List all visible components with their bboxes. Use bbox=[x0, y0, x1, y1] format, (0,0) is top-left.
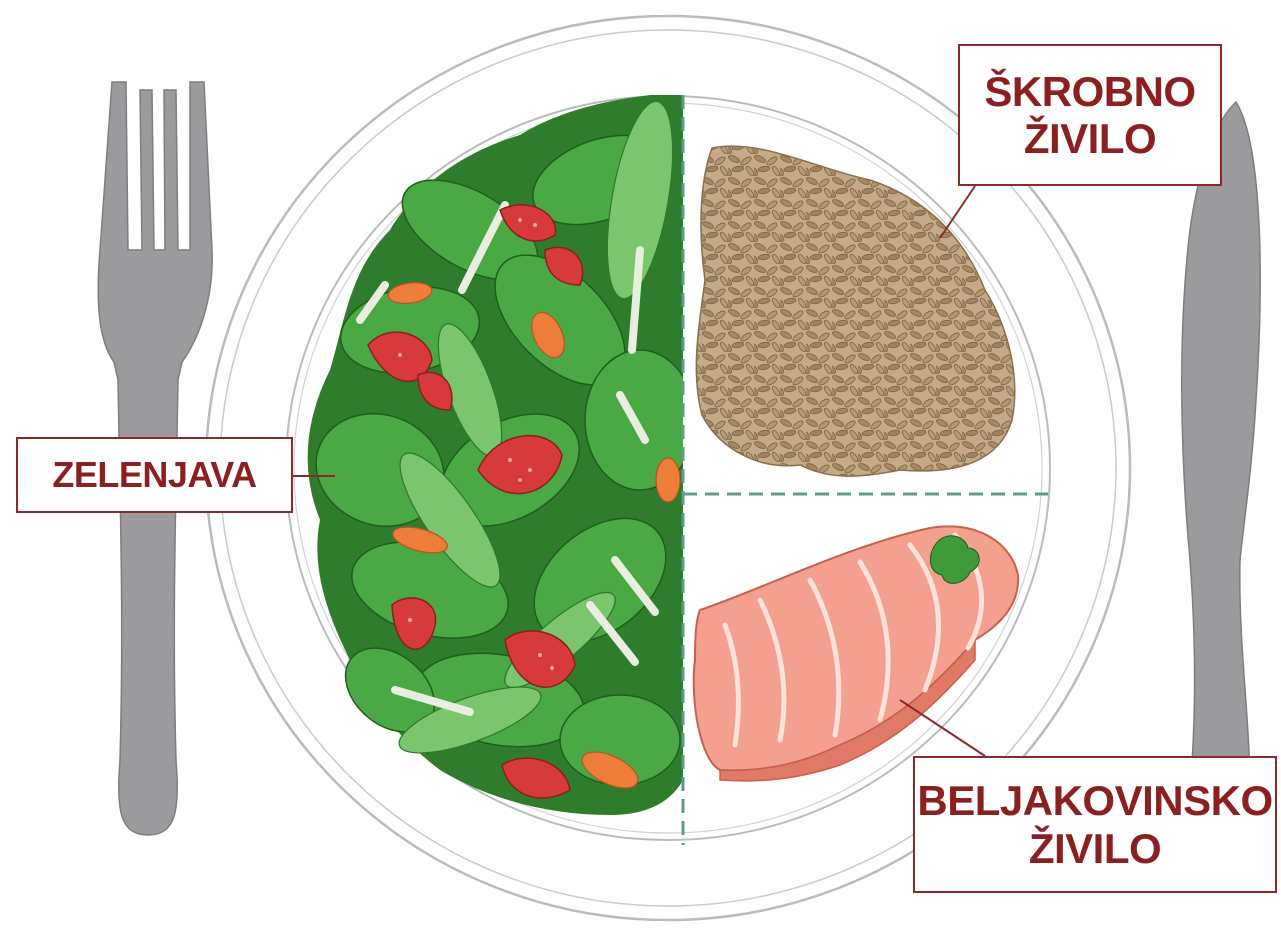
knife-icon bbox=[1182, 102, 1260, 838]
label-protein-line1: BELJAKOVINSKO bbox=[917, 777, 1272, 824]
label-starch-line1: ŠKROBNO bbox=[984, 68, 1195, 115]
label-vegetables-line1: ZELENJAVA bbox=[52, 455, 256, 495]
label-starch-line2: ŽIVILO bbox=[1024, 115, 1156, 162]
label-protein-line2: ŽIVILO bbox=[1029, 825, 1161, 872]
label-starch: ŠKROBNO ŽIVILO bbox=[958, 44, 1222, 186]
label-protein: BELJAKOVINSKO ŽIVILO bbox=[913, 756, 1277, 893]
label-vegetables: ZELENJAVA bbox=[16, 437, 293, 513]
